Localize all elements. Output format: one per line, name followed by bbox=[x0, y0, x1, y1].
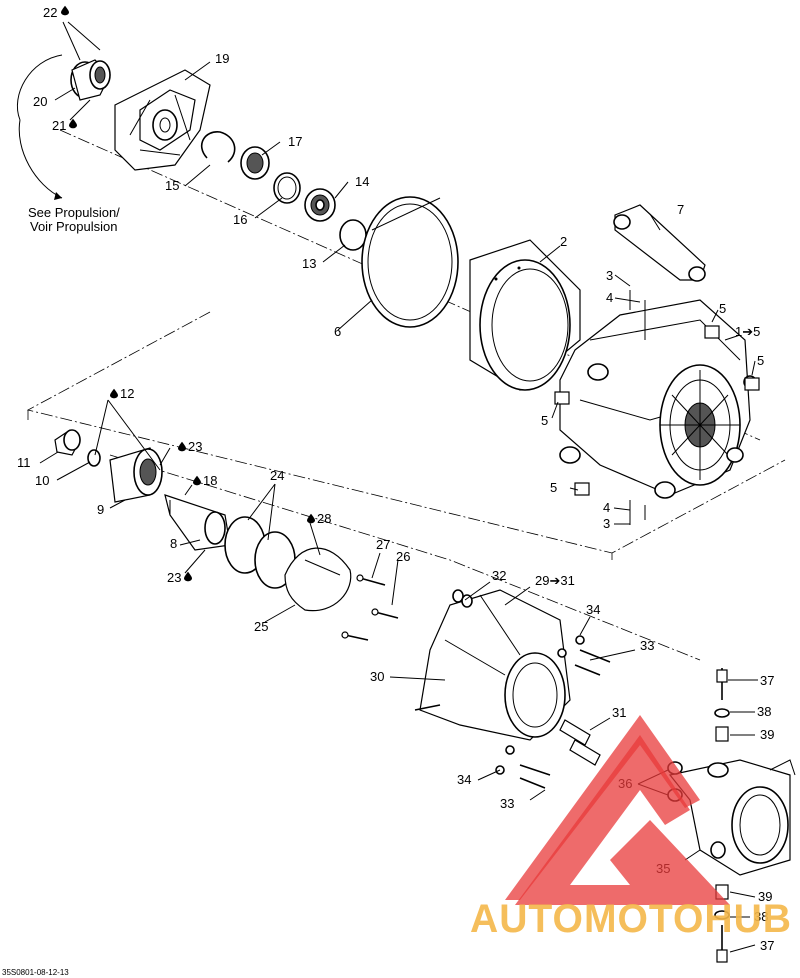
callout-32: 32 bbox=[492, 568, 506, 583]
callout-15: 15 bbox=[165, 178, 179, 193]
drop-icon bbox=[110, 388, 118, 399]
shaft-8-part bbox=[164, 494, 231, 551]
watermark-logo: AUTOMOTOHUB bbox=[470, 715, 792, 941]
sleeves-31-part bbox=[559, 719, 601, 766]
spacer-11-part bbox=[54, 429, 81, 456]
callout-2: 2 bbox=[560, 234, 567, 249]
callout-33: 33 bbox=[500, 796, 514, 811]
callout-27: 27 bbox=[376, 537, 390, 552]
bearing-14-part bbox=[304, 188, 336, 222]
drop-icon bbox=[307, 513, 315, 524]
callout-14: 14 bbox=[355, 174, 369, 189]
callout-23: 23 bbox=[167, 570, 181, 585]
screws-26-27-part bbox=[341, 574, 399, 641]
watermark-triangle bbox=[515, 735, 730, 905]
callout-12: 12 bbox=[120, 386, 134, 401]
callout-34: 34 bbox=[586, 602, 600, 617]
callout-9: 9 bbox=[97, 502, 104, 517]
callout-38: 38 bbox=[754, 909, 768, 924]
callout-29-to-31: 29➔31 bbox=[535, 573, 575, 588]
callout-25: 25 bbox=[254, 619, 268, 634]
ring-6-part bbox=[361, 196, 459, 328]
reference-note-line-2: Voir Propulsion bbox=[30, 219, 117, 234]
callout-10: 10 bbox=[35, 473, 49, 488]
support-bar-7-part bbox=[613, 204, 706, 282]
fasteners-37-39-part bbox=[714, 668, 730, 963]
callout-4: 4 bbox=[606, 290, 613, 305]
callout-20: 20 bbox=[33, 94, 47, 109]
callout-5: 5 bbox=[719, 301, 726, 316]
callout-7: 7 bbox=[677, 202, 684, 217]
callout-30: 30 bbox=[370, 669, 384, 684]
callout-34: 34 bbox=[457, 772, 471, 787]
callout-23: 23 bbox=[188, 439, 202, 454]
cap-25-part bbox=[284, 547, 352, 612]
callout-28: 28 bbox=[317, 511, 331, 526]
seal-part bbox=[240, 146, 270, 180]
footer-code: 35S0801-08-12-13 bbox=[2, 968, 69, 977]
callout-22: 22 bbox=[43, 5, 57, 20]
callout-19: 19 bbox=[215, 51, 229, 66]
housing-liner-2-part bbox=[469, 239, 581, 391]
callout-3: 3 bbox=[603, 516, 610, 531]
callout-3: 3 bbox=[606, 268, 613, 283]
venturi-30-part bbox=[414, 589, 571, 741]
callout-31: 31 bbox=[612, 705, 626, 720]
callout-13: 13 bbox=[302, 256, 316, 271]
o-ring-16-part bbox=[273, 172, 301, 204]
watermark-text: AUTOMOTOHUB bbox=[470, 897, 792, 941]
callout-6: 6 bbox=[334, 324, 341, 339]
pump-housing-part bbox=[554, 290, 760, 525]
callout-labels: 22 19 20 21 17 15 16 14 13 7 2 6 3 4 5 1… bbox=[2, 5, 774, 977]
callout-8: 8 bbox=[170, 536, 177, 551]
callout-39: 39 bbox=[760, 727, 774, 742]
callout-1-to-5: 1➔5 bbox=[735, 324, 760, 339]
callout-24: 24 bbox=[270, 468, 284, 483]
callout-37: 37 bbox=[760, 673, 774, 688]
callout-21: 21 bbox=[52, 118, 66, 133]
callout-37: 37 bbox=[760, 938, 774, 953]
callout-18: 18 bbox=[203, 473, 217, 488]
wear-ring-sleeve-part bbox=[70, 59, 111, 101]
nozzle-35-part bbox=[667, 759, 796, 876]
callout-16: 16 bbox=[233, 212, 247, 227]
drop-icon bbox=[61, 5, 69, 16]
callout-4: 4 bbox=[603, 500, 610, 515]
retaining-ring-part bbox=[201, 131, 236, 163]
drop-icon bbox=[178, 441, 186, 452]
reference-note-line-1: See Propulsion/ bbox=[28, 205, 120, 220]
callout-17: 17 bbox=[288, 134, 302, 149]
drop-icon bbox=[193, 475, 201, 486]
callout-5: 5 bbox=[757, 353, 764, 368]
callout-39: 39 bbox=[758, 889, 772, 904]
callout-11: 11 bbox=[17, 455, 31, 470]
callout-5: 5 bbox=[541, 413, 548, 428]
impeller-part bbox=[114, 69, 211, 171]
o-ring-10-part bbox=[87, 449, 101, 467]
bearing-9-part bbox=[109, 447, 163, 503]
callout-38: 38 bbox=[757, 704, 771, 719]
callout-26: 26 bbox=[396, 549, 410, 564]
callout-5: 5 bbox=[550, 480, 557, 495]
callout-33: 33 bbox=[640, 638, 654, 653]
